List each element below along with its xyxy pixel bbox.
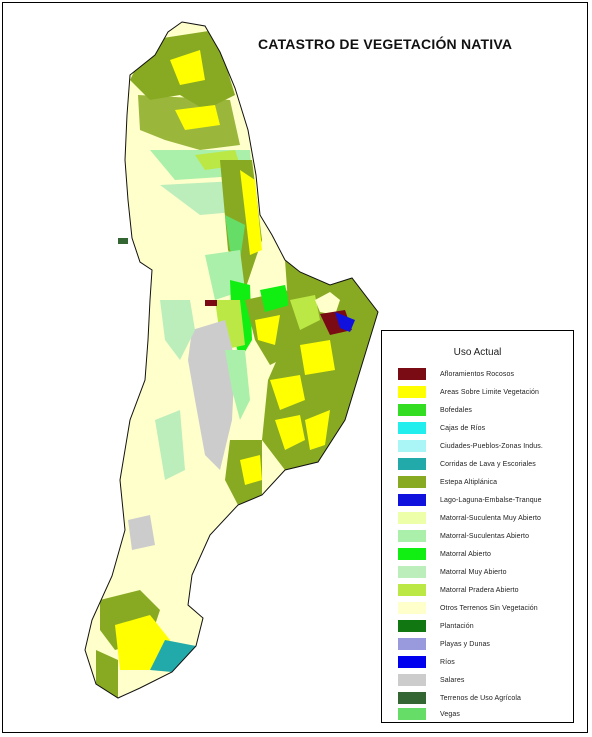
legend-label: Lago-Laguna-Embalse-Tranque (440, 496, 542, 504)
legend-swatch (398, 620, 426, 632)
legend-item: Ciudades-Pueblos-Zonas Indus. (398, 439, 543, 453)
legend-label: Matorral-Suculenta Muy Abierto (440, 514, 542, 522)
legend-label: Matorral Muy Abierto (440, 568, 507, 576)
legend-label: Ríos (440, 658, 455, 666)
legend-swatch (398, 386, 426, 398)
legend-swatch (398, 458, 426, 470)
legend-label: Matorral Abierto (440, 550, 492, 558)
legend-label: Ciudades-Pueblos-Zonas Indus. (440, 442, 543, 450)
legend-panel: Uso Actual Afloramientos Rocosos Areas S… (381, 330, 574, 723)
legend-swatch (398, 708, 426, 720)
legend-swatch (398, 548, 426, 560)
legend-swatch (398, 674, 426, 686)
legend-swatch (398, 566, 426, 578)
legend-label: Matorral-Suculentas Abierto (440, 532, 530, 540)
legend-item: Playas y Dunas (398, 637, 490, 651)
map-title: CATASTRO DE VEGETACIÓN NATIVA (258, 36, 513, 52)
legend-swatch (398, 638, 426, 650)
legend-item: Bofedales (398, 403, 472, 417)
legend-swatch (398, 440, 426, 452)
legend-item: Plantación (398, 619, 474, 633)
legend-swatch (398, 602, 426, 614)
legend-item: Matorral Muy Abierto (398, 565, 507, 579)
legend-item: Lago-Laguna-Embalse-Tranque (398, 493, 542, 507)
legend-swatch (398, 422, 426, 434)
legend-swatch (398, 476, 426, 488)
legend-swatch (398, 404, 426, 416)
legend-swatch (398, 656, 426, 668)
legend-label: Areas Sobre Limite Vegetación (440, 388, 540, 396)
legend-item: Vegas (398, 707, 460, 721)
legend-item: Salares (398, 673, 464, 687)
legend-title: Uso Actual (453, 347, 502, 358)
legend-item: Otros Terrenos Sin Vegetación (398, 601, 538, 615)
legend-label: Corridas de Lava y Escoriales (440, 460, 536, 468)
legend-item: Afloramientos Rocosos (398, 367, 514, 381)
legend-item: Ríos (398, 655, 455, 669)
legend-label: Terrenos de Uso Agrícola (440, 694, 521, 702)
legend-label: Salares (440, 676, 465, 684)
legend-swatch (398, 368, 426, 380)
legend-label: Playas y Dunas (440, 640, 491, 648)
legend-swatch (398, 494, 426, 506)
legend-swatch (398, 512, 426, 524)
legend-label: Plantación (440, 622, 474, 630)
legend-label: Vegas (440, 710, 460, 718)
legend-item: Cajas de Ríos (398, 421, 485, 435)
legend-item: Terrenos de Uso Agrícola (398, 691, 521, 705)
legend-label: Estepa Altiplánica (440, 478, 498, 486)
legend-item: Matorral-Suculentas Abierto (398, 529, 529, 543)
legend-item: Areas Sobre Limite Vegetación (398, 385, 539, 399)
legend-swatch (398, 584, 426, 596)
legend-item: Estepa Altiplánica (398, 475, 497, 489)
legend-label: Otros Terrenos Sin Vegetación (440, 604, 538, 612)
legend-swatch (398, 530, 426, 542)
legend-swatch (398, 692, 426, 704)
legend-label: Matorral Pradera Abierto (440, 586, 519, 594)
legend-item: Matorral-Suculenta Muy Abierto (398, 511, 541, 525)
legend-item: Corridas de Lava y Escoriales (398, 457, 536, 471)
legend-item: Matorral Pradera Abierto (398, 583, 519, 597)
legend-label: Afloramientos Rocosos (440, 370, 515, 378)
legend-label: Cajas de Ríos (440, 424, 486, 432)
legend-label: Bofedales (440, 406, 473, 414)
legend-item: Matorral Abierto (398, 547, 491, 561)
